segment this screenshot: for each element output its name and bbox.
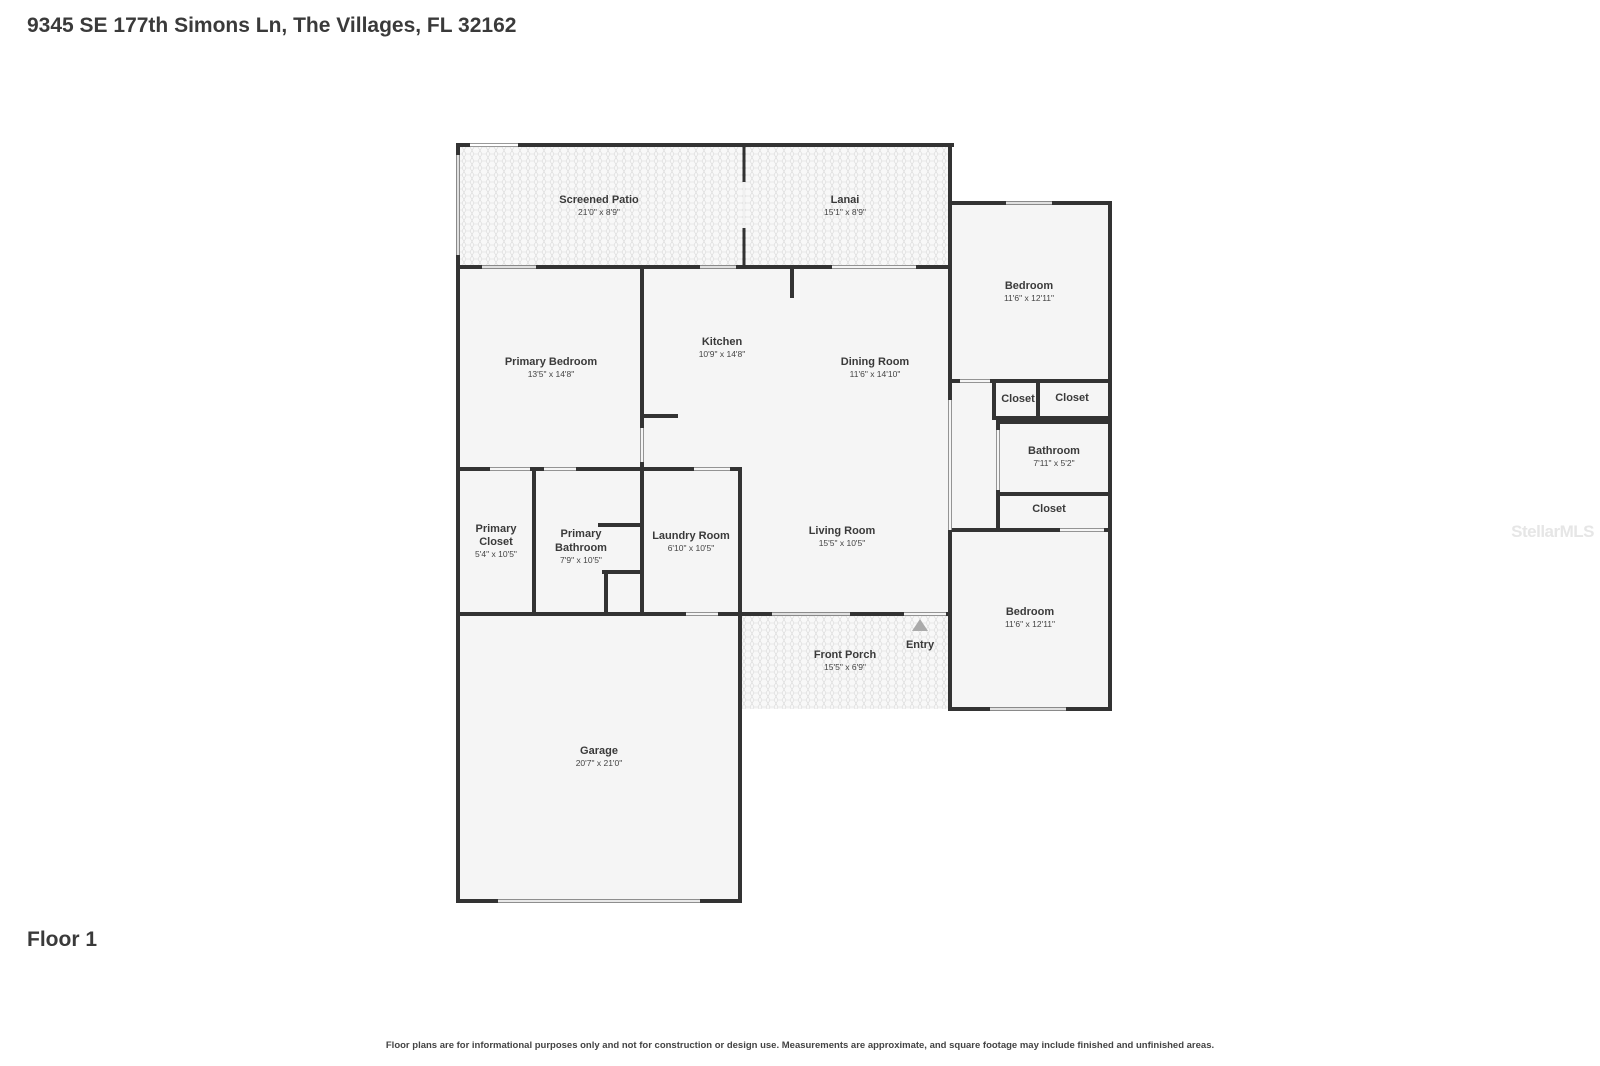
floor-label: Floor 1 (27, 928, 98, 951)
bedroom-wing-area (950, 203, 1110, 709)
bathroom-dims: 7'11" x 5'2" (1033, 458, 1074, 468)
primary-closet-label-line2: Closet (479, 536, 513, 548)
bedroom-top-dims: 11'6" x 12'11" (1004, 293, 1054, 303)
garage-area (458, 614, 740, 901)
garage-label: Garage (580, 745, 618, 757)
primary-closet-dims: 5'4" x 10'5" (475, 549, 517, 559)
screened-patio-dims: 21'0" x 8'9" (578, 207, 620, 217)
dining-room-label: Dining Room (841, 356, 910, 368)
primary-closet-label-line1: Primary (476, 523, 518, 535)
disclaimer-text: Floor plans are for informational purpos… (385, 1040, 1215, 1051)
laundry-room-label: Laundry Room (652, 530, 730, 542)
primary-bedroom-dims: 13'5" x 14'8" (528, 369, 575, 379)
kitchen-dims: 10'9" x 14'8" (699, 349, 746, 359)
lanai-area (744, 145, 950, 267)
bedroom-top-label: Bedroom (1005, 280, 1054, 292)
entry-label: Entry (906, 639, 935, 651)
bathroom-label: Bathroom (1028, 445, 1080, 457)
floor-fills (458, 145, 1110, 901)
screened-patio-area (458, 145, 744, 267)
closet-2-label: Closet (1055, 392, 1089, 404)
windows (456, 143, 1104, 903)
dining-room-dims: 11'6" x 14'10" (850, 369, 901, 379)
lanai-dims: 15'1" x 8'9" (824, 207, 866, 217)
lanai-label: Lanai (831, 194, 860, 206)
primary-bedroom-label: Primary Bedroom (505, 356, 598, 368)
living-room-dims: 15'5" x 10'5" (819, 538, 866, 548)
property-address: 9345 SE 177th Simons Ln, The Villages, F… (27, 14, 517, 37)
screened-patio-label: Screened Patio (559, 194, 639, 206)
front-porch-dims: 15'5" x 6'9" (824, 662, 866, 672)
primary-bathroom-dims: 7'9" x 10'5" (560, 555, 602, 565)
front-porch-label: Front Porch (814, 649, 877, 661)
bedroom-bottom-dims: 11'6" x 12'11" (1005, 619, 1055, 629)
mls-watermark: StellarMLS (1511, 522, 1594, 541)
room-labels: Screened Patio 21'0" x 8'9" Lanai 15'1" … (475, 194, 1089, 768)
bedroom-bottom-label: Bedroom (1006, 606, 1055, 618)
house-interior-area (458, 267, 950, 614)
closet-1-label: Closet (1001, 393, 1035, 405)
primary-bathroom-label-line2: Bathroom (555, 542, 607, 554)
triangle-up-icon (912, 619, 928, 631)
living-room-label: Living Room (809, 525, 876, 537)
primary-bathroom-label-line1: Primary (561, 528, 603, 540)
garage-dims: 20'7" x 21'0" (576, 758, 623, 768)
closet-3-label: Closet (1032, 503, 1066, 515)
laundry-room-dims: 6'10" x 10'5" (668, 543, 715, 553)
kitchen-label: Kitchen (702, 336, 743, 348)
